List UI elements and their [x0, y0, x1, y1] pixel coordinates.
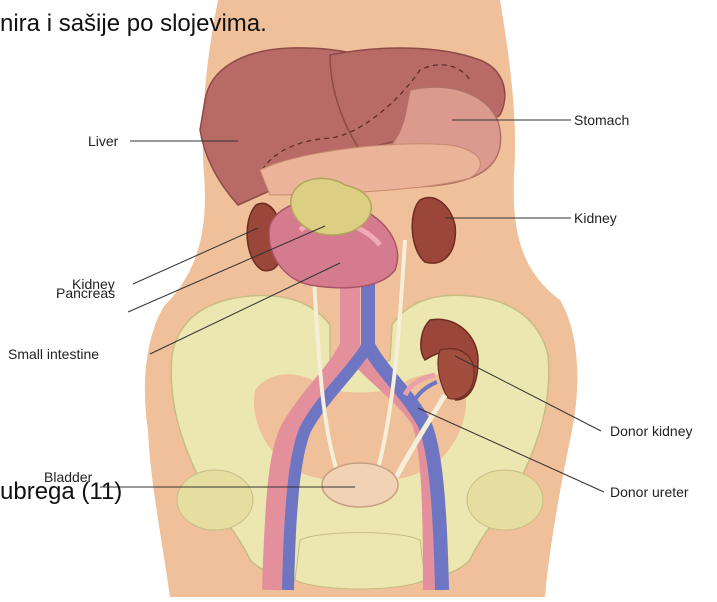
bladder — [322, 463, 398, 507]
slide-caption-top: nira i sašije po slojevima. — [0, 10, 267, 38]
hip-socket-right — [467, 470, 543, 530]
label-liver: Liver — [88, 133, 119, 149]
label-stomach: Stomach — [574, 112, 629, 128]
label-kidney-right: Kidney — [574, 210, 617, 226]
hip-socket-left — [177, 470, 253, 530]
slide-caption-bottom: ubrega (11) — [0, 478, 122, 506]
label-donor-ureter: Donor ureter — [610, 484, 689, 500]
label-pancreas: Pancreas — [56, 285, 115, 301]
label-small-intestine: Small intestine — [8, 346, 99, 362]
label-donor-kidney: Donor kidney — [610, 423, 693, 439]
pubic-bone — [295, 533, 425, 590]
